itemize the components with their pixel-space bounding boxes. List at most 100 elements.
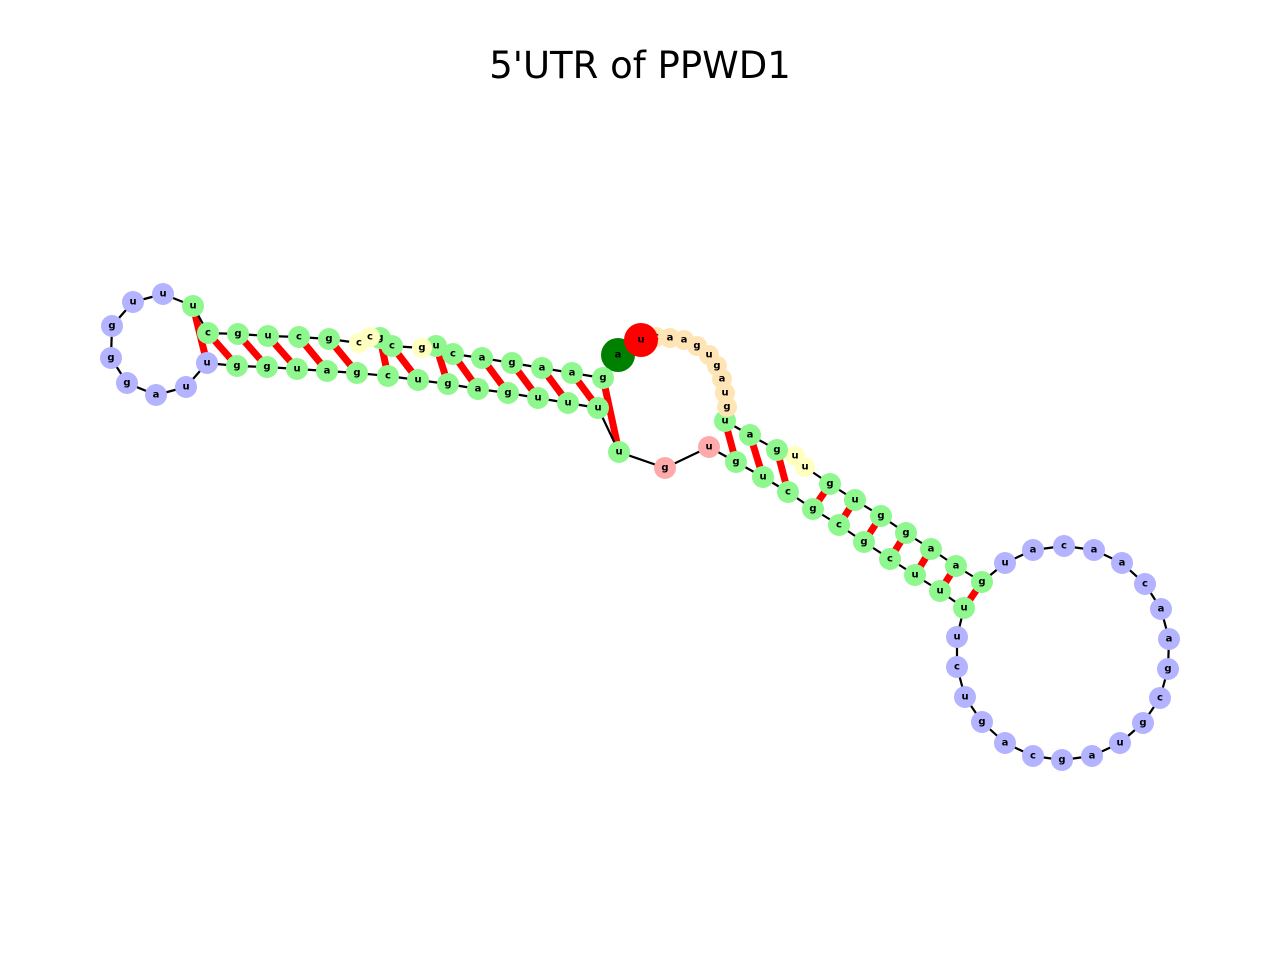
nucleotide-marker bbox=[953, 597, 975, 619]
nucleotide-62: u bbox=[1109, 732, 1131, 754]
nucleotide-marker bbox=[182, 295, 204, 317]
nucleotide-label: g bbox=[978, 577, 985, 588]
nucleotide-label: a bbox=[928, 544, 935, 555]
nucleotide-19: u bbox=[182, 295, 204, 317]
nucleotide-4: a bbox=[531, 357, 553, 379]
nucleotide-2: g bbox=[592, 367, 614, 389]
nucleotide-marker bbox=[819, 473, 841, 495]
nucleotide-marker bbox=[286, 358, 308, 380]
nucleotide-34: u bbox=[407, 369, 429, 391]
nucleotide-25: a bbox=[145, 384, 167, 406]
nucleotide-marker bbox=[152, 283, 174, 305]
nucleotide-label: a bbox=[153, 390, 160, 401]
nucleotide-label: a bbox=[1119, 558, 1126, 569]
nucleotide-marker bbox=[802, 498, 824, 520]
nucleotide-label: c bbox=[389, 341, 395, 352]
nucleotide-label: u bbox=[159, 289, 166, 300]
nucleotide-38: u bbox=[527, 387, 549, 409]
nucleotide-marker bbox=[920, 538, 942, 560]
nucleotide-marker bbox=[895, 522, 917, 544]
nucleotide-marker bbox=[467, 378, 489, 400]
nucleotide-74: g bbox=[971, 571, 993, 593]
nucleotide-label: u bbox=[953, 632, 960, 643]
nucleotide-marker bbox=[1051, 749, 1073, 771]
nucleotide-marker bbox=[527, 387, 549, 409]
nucleotide-marker bbox=[777, 481, 799, 503]
nucleotide-71: c bbox=[1053, 535, 1075, 557]
nucleotide-marker bbox=[196, 352, 218, 374]
nucleotide-36: a bbox=[467, 378, 489, 400]
nucleotide-marker bbox=[624, 323, 658, 357]
nucleotide-54: u bbox=[946, 626, 968, 648]
nucleotide-label: g bbox=[661, 463, 668, 474]
nucleotide-marker bbox=[994, 732, 1016, 754]
nucleotide-label: c bbox=[1061, 541, 1067, 552]
nucleotide-marker bbox=[954, 686, 976, 708]
nucleotide-label: u bbox=[534, 393, 541, 404]
nucleotide-label: g bbox=[353, 368, 360, 379]
nucleotide-27: u bbox=[196, 352, 218, 374]
nucleotide-marker bbox=[1158, 628, 1180, 650]
nucleotide-marker bbox=[1022, 539, 1044, 561]
nucleotide-33: c bbox=[377, 365, 399, 387]
nucleotide-80: g bbox=[819, 473, 841, 495]
nucleotide-label: a bbox=[719, 374, 726, 385]
nucleotide-28: g bbox=[226, 355, 248, 377]
nucleotide-26: u bbox=[175, 376, 197, 398]
nucleotide-label: a bbox=[1166, 634, 1173, 645]
nucleotide-marker bbox=[316, 360, 338, 382]
nucleotide-label: u bbox=[851, 495, 858, 506]
nucleotide-46: c bbox=[777, 481, 799, 503]
nucleotide-48: c bbox=[828, 514, 850, 536]
nucleotide-label: g bbox=[325, 334, 332, 345]
nucleotide-marker bbox=[101, 315, 123, 337]
nucleotide-label: u bbox=[182, 382, 189, 393]
nucleotide-marker bbox=[349, 333, 369, 353]
nucleotide-73: u bbox=[994, 552, 1016, 574]
nucleotide-marker bbox=[437, 373, 459, 395]
nucleotide-label: c bbox=[450, 349, 456, 360]
nucleotide-label: u bbox=[203, 358, 210, 369]
nucleotide-label: g bbox=[123, 378, 130, 389]
nucleotide-67: a bbox=[1150, 598, 1172, 620]
nucleotide-marker bbox=[497, 382, 519, 404]
nucleotide-75: a bbox=[945, 555, 967, 577]
nucleotide-label: a bbox=[539, 363, 546, 374]
nucleotide-label: u bbox=[705, 442, 712, 453]
nucleotide-marker bbox=[946, 656, 968, 678]
nucleotide-6: a bbox=[471, 347, 493, 369]
nucleotide-70: a bbox=[1083, 539, 1105, 561]
nucleotide-label: c bbox=[205, 328, 211, 339]
nucleotide-label: c bbox=[356, 338, 362, 349]
nucleotide-77: g bbox=[895, 522, 917, 544]
nucleotide-68: c bbox=[1134, 573, 1156, 595]
nucleotide-55: c bbox=[946, 656, 968, 678]
nucleotide-label: a bbox=[479, 353, 486, 364]
nucleotide-marker bbox=[197, 322, 219, 344]
nucleotide-marker bbox=[175, 376, 197, 398]
nucleotide-label: g bbox=[732, 457, 739, 468]
nucleotide-marker bbox=[122, 291, 144, 313]
nucleotide-marker bbox=[1134, 573, 1156, 595]
nucleotide-marker bbox=[557, 392, 579, 414]
nucleotide-marker bbox=[1022, 745, 1044, 767]
nucleotide-23: g bbox=[100, 347, 122, 369]
nucleotide-marker bbox=[100, 347, 122, 369]
nucleotide-13: c bbox=[349, 333, 369, 353]
nucleotide-label: a bbox=[667, 333, 674, 344]
nucleotide-label: g bbox=[809, 504, 816, 515]
nucleotide-label: g bbox=[877, 511, 884, 522]
nucleotide-marker bbox=[561, 362, 583, 384]
nucleotide-63: g bbox=[1132, 712, 1154, 734]
nucleotide-label: u bbox=[293, 364, 300, 375]
nucleotide-17: g bbox=[227, 323, 249, 345]
nucleotide-label: u bbox=[129, 297, 136, 308]
nucleotide-label: g bbox=[713, 361, 720, 372]
nucleotide-label: u bbox=[189, 301, 196, 312]
nucleotide-marker bbox=[766, 439, 788, 461]
nucleotide-3: a bbox=[561, 362, 583, 384]
nucleotide-marker bbox=[531, 357, 553, 379]
nucleotide-label: a bbox=[1091, 545, 1098, 556]
nucleotide-59: c bbox=[1022, 745, 1044, 767]
